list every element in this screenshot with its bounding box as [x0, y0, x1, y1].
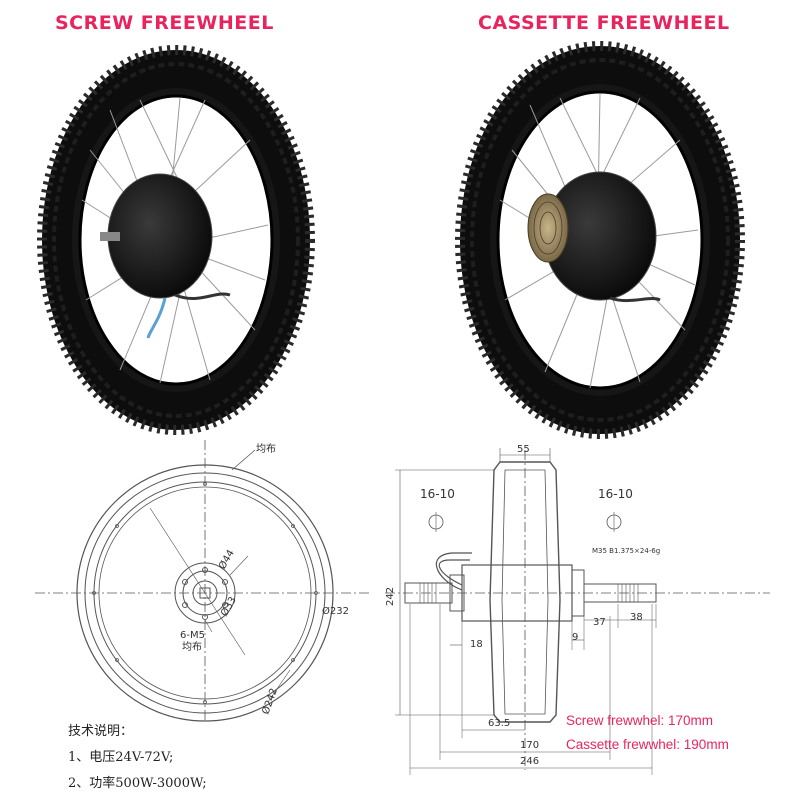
specs-power: 2、功率500W-3000W; [68, 776, 207, 791]
dim-38-label: 38 [630, 612, 643, 623]
cassette-freewheel-wheel [455, 41, 745, 439]
thread-label: M35 B1.375×24-6g [592, 547, 660, 555]
screw-freewheel-length: Screw frewwhel: 170mm [566, 713, 714, 728]
spec-left-label: 16-10 [420, 487, 455, 501]
specs-heading: 技术说明： [68, 724, 134, 739]
dim-9-label: 9 [572, 632, 578, 643]
spec-right-label: 16-10 [598, 487, 633, 501]
d232-label: Ø232 [322, 605, 349, 617]
dim-63-5-label: 63.5 [488, 718, 510, 729]
dim-170-label: 170 [520, 740, 539, 751]
d33-label: Ø33 [218, 595, 239, 619]
dim-18-label: 18 [470, 639, 483, 650]
dim-55-label: 55 [517, 444, 530, 455]
uniform-top-label: 均布 [256, 443, 276, 455]
screw-freewheel-wheel [37, 45, 315, 435]
d242-label: Ø242 [260, 687, 281, 716]
dim-242-label: 242 [385, 587, 396, 606]
cassette-freewheel-title: CASSETTE FREEWHEEL [478, 12, 730, 34]
d44-label: Ø44 [216, 548, 237, 572]
screw-freewheel-title: SCREW FREEWHEEL [55, 12, 274, 34]
dim-246-label: 246 [520, 756, 539, 767]
uniform-bottom-label: 均布 [182, 641, 202, 653]
m5-label: 6-M5 [180, 630, 205, 641]
specs-voltage: 1、电压24V-72V; [68, 750, 174, 765]
dim-37-label: 37 [593, 617, 606, 628]
cassette-freewheel-length: Cassette frewwhel: 190mm [566, 737, 729, 752]
technical-drawing [35, 440, 770, 775]
